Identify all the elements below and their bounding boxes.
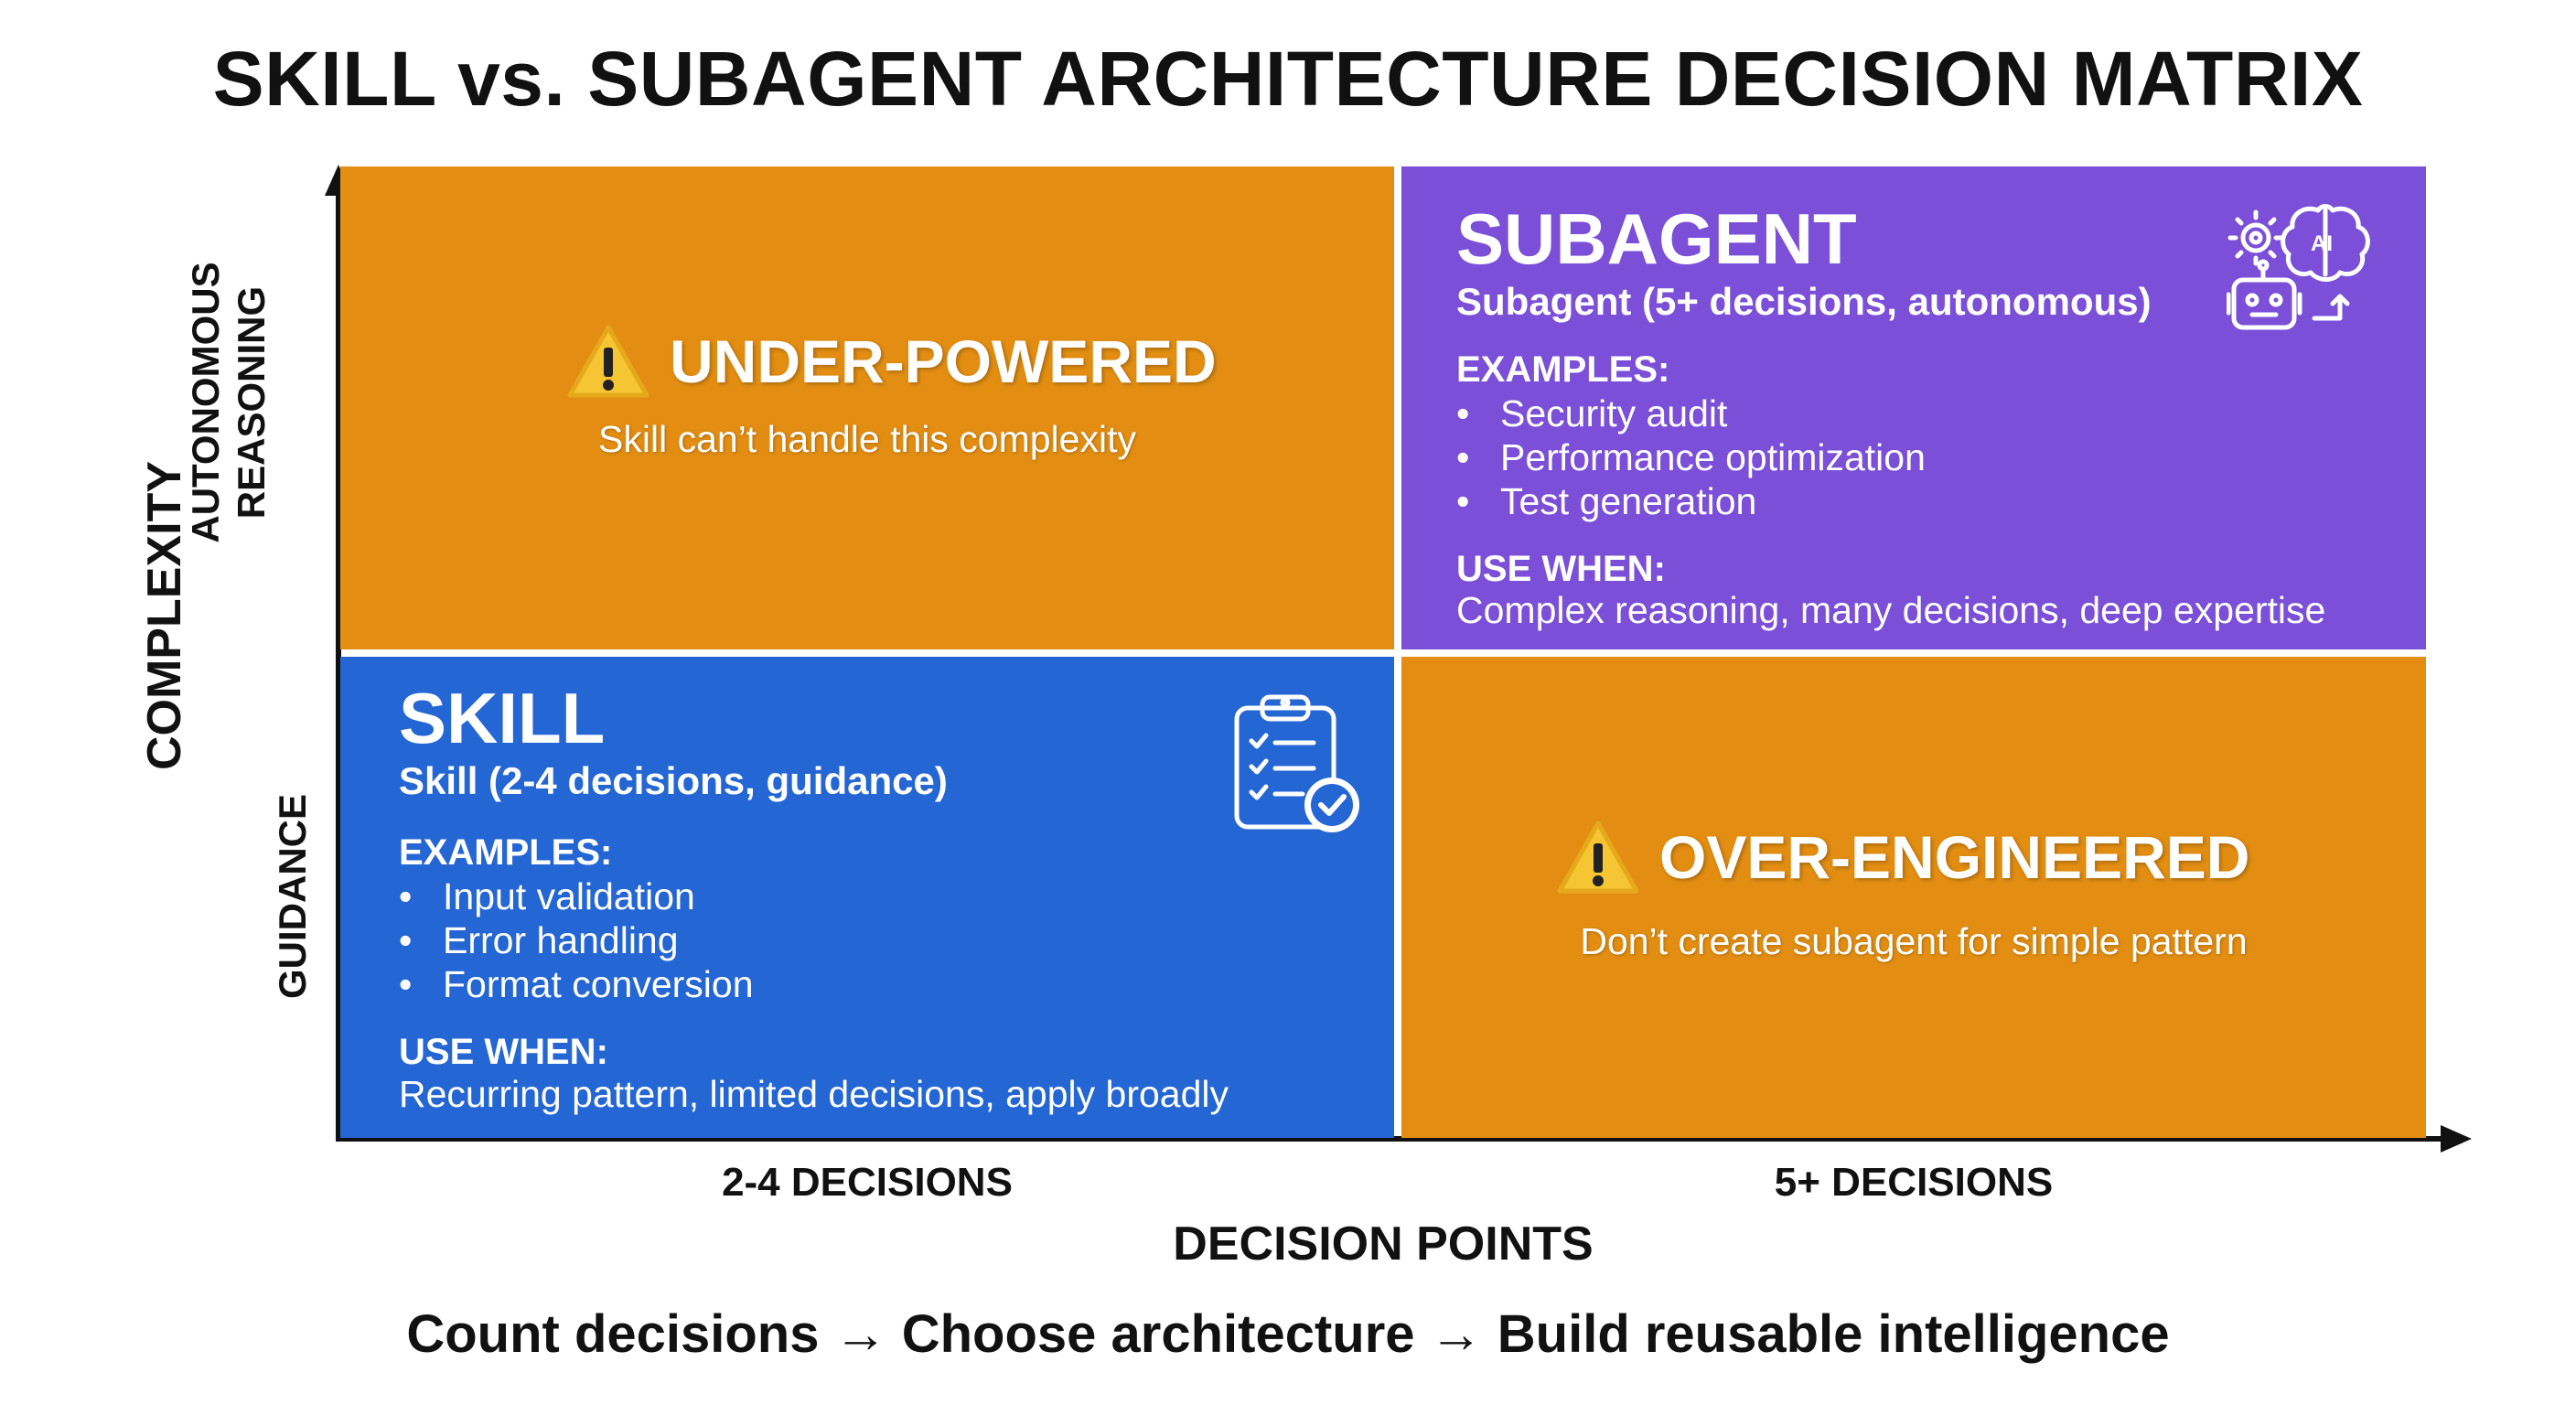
subagent-subtitle: Subagent (5+ decisions, autonomous) (1456, 280, 2152, 323)
ai-icon-text: AI (2311, 231, 2333, 256)
skill-use-when-text: Recurring pattern, limited decisions, ap… (399, 1073, 1229, 1115)
footer-tagline: Count decisions → Choose architecture → … (406, 1304, 2170, 1364)
over-engineered-subtitle: Don’t create subagent for simple pattern (1580, 920, 2248, 962)
subagent-title: SUBAGENT (1456, 198, 1857, 279)
list-item: •Test generation (1456, 480, 1757, 522)
skill-title: SKILL (399, 678, 606, 758)
warning-icon (1557, 820, 1639, 894)
quadrant-under-powered: UNDER-POWERED Skill can’t handle this co… (340, 166, 1394, 649)
quadrant-skill: SKILL Skill (2-4 decisions, guidance) EX… (340, 657, 1394, 1138)
list-item: •Performance optimization (1456, 436, 1926, 478)
under-powered-title: UNDER-POWERED (670, 327, 1217, 395)
y-axis-high-label: AUTONOMOUS REASONING (183, 256, 274, 549)
list-item: •Security audit (1456, 392, 1728, 434)
quadrant-over-engineered: OVER-ENGINEERED Don’t create subagent fo… (1401, 657, 2426, 1138)
warning-icon (567, 325, 649, 398)
under-powered-subtitle: Skill can’t handle this complexity (598, 418, 1136, 460)
subagent-examples-label: EXAMPLES: (1456, 349, 1670, 390)
over-engineered-title: OVER-ENGINEERED (1659, 823, 2250, 891)
list-item: •Error handling (399, 919, 679, 961)
list-item: •Input validation (399, 875, 695, 917)
subagent-examples-list: •Security audit •Performance optimizatio… (1456, 391, 1926, 523)
skill-examples-label: EXAMPLES: (399, 832, 613, 873)
list-item: •Format conversion (399, 963, 754, 1005)
quadrant-subagent: SUBAGENT Subagent (5+ decisions, autonom… (1401, 166, 2426, 649)
x-axis-low-label: 2-4 DECISIONS (722, 1160, 1013, 1205)
x-axis-title: DECISION POINTS (1173, 1217, 1594, 1271)
over-engineered-heading: OVER-ENGINEERED (1557, 820, 2249, 895)
subagent-use-when-text: Complex reasoning, many decisions, deep … (1456, 589, 2326, 631)
y-axis-high-text: AUTONOMOUS REASONING (184, 262, 273, 543)
under-powered-heading: UNDER-POWERED (567, 324, 1217, 399)
y-axis-low-label: GUIDANCE (271, 794, 314, 1000)
subagent-use-when-label: USE WHEN: (1456, 549, 1666, 589)
page-title: SKILL vs. SUBAGENT ARCHITECTURE DECISION… (212, 36, 2364, 122)
skill-examples-list: •Input validation •Error handling •Forma… (399, 874, 754, 1006)
clipboard-checklist-icon (1234, 694, 1359, 832)
skill-use-when-label: USE WHEN: (399, 1032, 608, 1072)
ai-robot-brain-icon: AI (2227, 204, 2370, 330)
x-axis-high-label: 5+ DECISIONS (1774, 1160, 2054, 1205)
x-axis-arrowhead (2441, 1125, 2472, 1153)
skill-subtitle: Skill (2-4 decisions, guidance) (399, 759, 948, 802)
